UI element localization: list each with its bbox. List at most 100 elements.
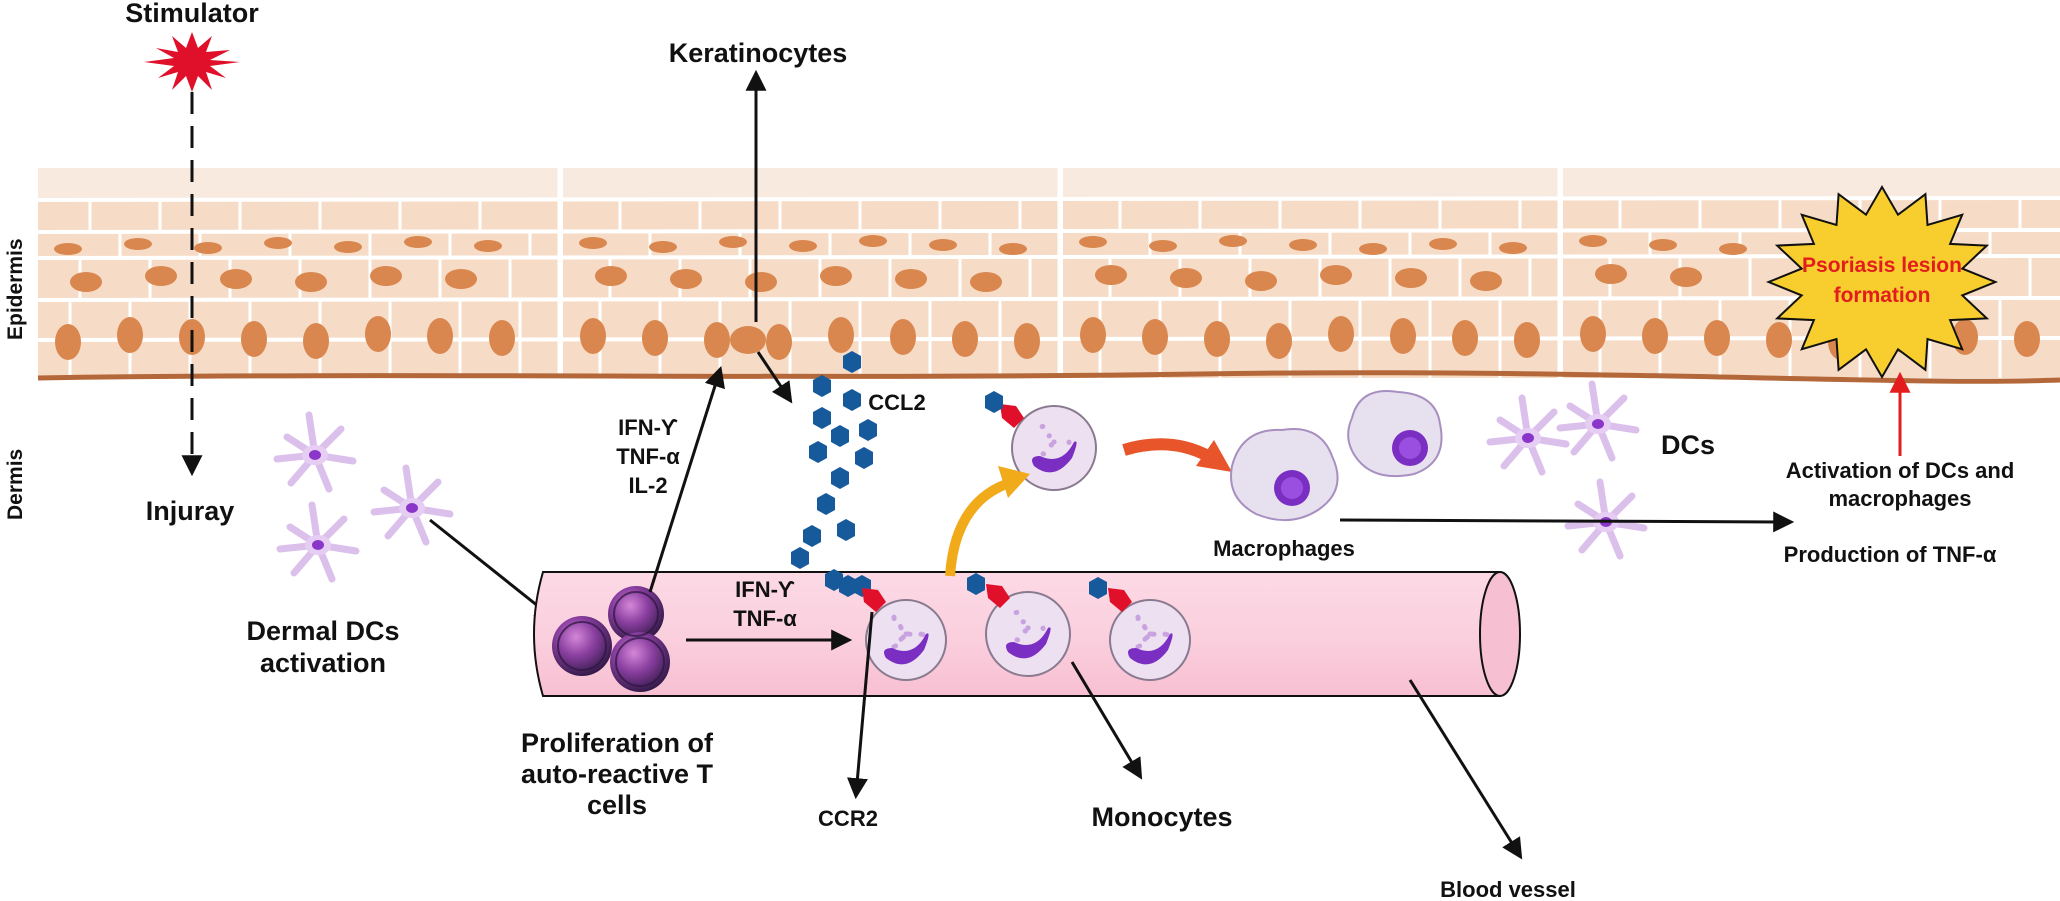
ccr2-pointer (847, 611, 874, 800)
yellow-arrowhead (998, 466, 1030, 498)
nucleus-shape (194, 242, 222, 254)
blood-vessel-pointer (1408, 679, 1523, 860)
nucleus-shape (1595, 264, 1627, 284)
macrophage-to-production-arrow (1339, 511, 1795, 533)
production-label: Production of TNF-α (1784, 542, 1997, 567)
dermal-dcs-label-line1: Dermal DCs (246, 616, 399, 646)
nucleus-shape (1580, 316, 1606, 352)
chemokine-icon (817, 493, 835, 515)
keratinocyte-nuclei (54, 235, 2040, 360)
macrophage-2 (1347, 390, 1443, 478)
chemokine-icon (813, 407, 831, 429)
nucleus-shape (445, 269, 477, 289)
ccr2-receptor-icon (986, 584, 1010, 608)
activation-label-line2: macrophages (1828, 486, 1971, 511)
ccr2-receptor-icon (1000, 404, 1024, 428)
chemokine-icon (809, 441, 827, 463)
proliferation-label-line2: auto-reactive T (521, 759, 714, 789)
nucleus-shape (1719, 243, 1747, 255)
nucleus-shape (859, 235, 887, 247)
nucleus-shape (719, 236, 747, 248)
chemokine-icon (803, 525, 821, 547)
chemokine-icon (831, 425, 849, 447)
nucleus-shape (1670, 267, 1702, 287)
nucleus-shape (1245, 271, 1277, 291)
nucleus-shape (55, 324, 81, 360)
cytokine-right-tnf: TNF-α (733, 606, 797, 631)
nucleus-shape (474, 240, 502, 252)
nucleus-shape (789, 240, 817, 252)
nucleus-shape (929, 239, 957, 251)
nucleus-shape (1642, 318, 1668, 354)
monocyte-cell (985, 391, 1097, 491)
nucleus-shape (264, 237, 292, 249)
psoriasis-label-line2: formation (1834, 284, 1931, 307)
ccl2-chemokine-chain (791, 351, 877, 597)
monocytes-pointer (1070, 661, 1143, 780)
nucleus-shape (54, 243, 82, 255)
nucleus-shape (670, 269, 702, 289)
activation-label-line1: Activation of DCs and (1786, 458, 2015, 483)
nucleus-shape (745, 272, 777, 292)
ccl2-label: CCL2 (868, 390, 925, 415)
macrophage-1 (1230, 428, 1339, 522)
macrophages-label: Macrophages (1213, 536, 1355, 561)
nucleus-shape (1266, 323, 1292, 359)
monocyte-cell (967, 573, 1071, 677)
nucleus-shape (1704, 320, 1730, 356)
cytokine-right-ifn: IFN-ϒ (735, 577, 795, 602)
nucleus-shape (828, 317, 854, 353)
nucleus-shape (1579, 235, 1607, 247)
cytokine-up-tnf: TNF-α (616, 444, 680, 469)
nucleus-shape (952, 321, 978, 357)
nucleus-shape (1080, 317, 1106, 353)
nucleus-shape (1014, 323, 1040, 359)
nucleus-shape (1320, 265, 1352, 285)
nucleus-shape (117, 317, 143, 353)
chemokine-icon (831, 467, 849, 489)
nucleus-shape (489, 320, 515, 356)
nucleus-shape (365, 316, 391, 352)
keratinocytes-label: Keratinocytes (669, 38, 848, 68)
orange-arrowhead (1196, 440, 1232, 472)
nucleus-shape (1470, 271, 1502, 291)
nucleus-shape (220, 269, 252, 289)
injury-label: Injuray (146, 496, 235, 526)
nucleus-shape (427, 318, 453, 354)
nucleus-shape (766, 324, 792, 360)
nucleus-shape (895, 269, 927, 289)
chemokine-icon (985, 391, 1003, 413)
blood-vessel-label: Blood vessel (1440, 877, 1576, 901)
nucleus-shape (241, 321, 267, 357)
ccr2-receptor-icon (1108, 588, 1132, 612)
nucleus-shape (1328, 316, 1354, 352)
nucleus-shape (1149, 240, 1177, 252)
nucleus-shape (303, 323, 329, 359)
nucleus-shape (1514, 322, 1540, 358)
ccr2-label: CCR2 (818, 806, 878, 831)
nucleus-shape (1204, 321, 1230, 357)
nucleus-shape (580, 318, 606, 354)
nucleus-shape (579, 237, 607, 249)
dermal-dc-cluster (277, 415, 450, 579)
nucleus-shape (70, 272, 102, 292)
nucleus-shape (999, 243, 1027, 255)
keratinocyte-to-ccl2-arrow (756, 351, 793, 404)
monocytes-label: Monocytes (1091, 802, 1232, 832)
nucleus-shape (642, 320, 668, 356)
nucleus-shape (124, 238, 152, 250)
nucleus-shape (820, 266, 852, 286)
nucleus-shape (1766, 322, 1792, 358)
psoriasis-lesion-burst: Psoriasis lesion formation (1765, 185, 1999, 379)
dc-to-tcell-arrow (429, 518, 557, 621)
dcs-label: DCs (1661, 430, 1715, 460)
monocyte-transmigration-arrow (945, 477, 1014, 577)
nucleus-shape (404, 236, 432, 248)
segment-separators (557, 165, 1563, 380)
dermal-dcs-label-line2: activation (260, 648, 386, 678)
epidermis-side-label: Epidermis (4, 238, 27, 340)
chemokine-icon (843, 389, 861, 411)
nucleus-shape (1499, 242, 1527, 254)
nucleus-shape (1395, 268, 1427, 288)
nucleus-shape (295, 272, 327, 292)
